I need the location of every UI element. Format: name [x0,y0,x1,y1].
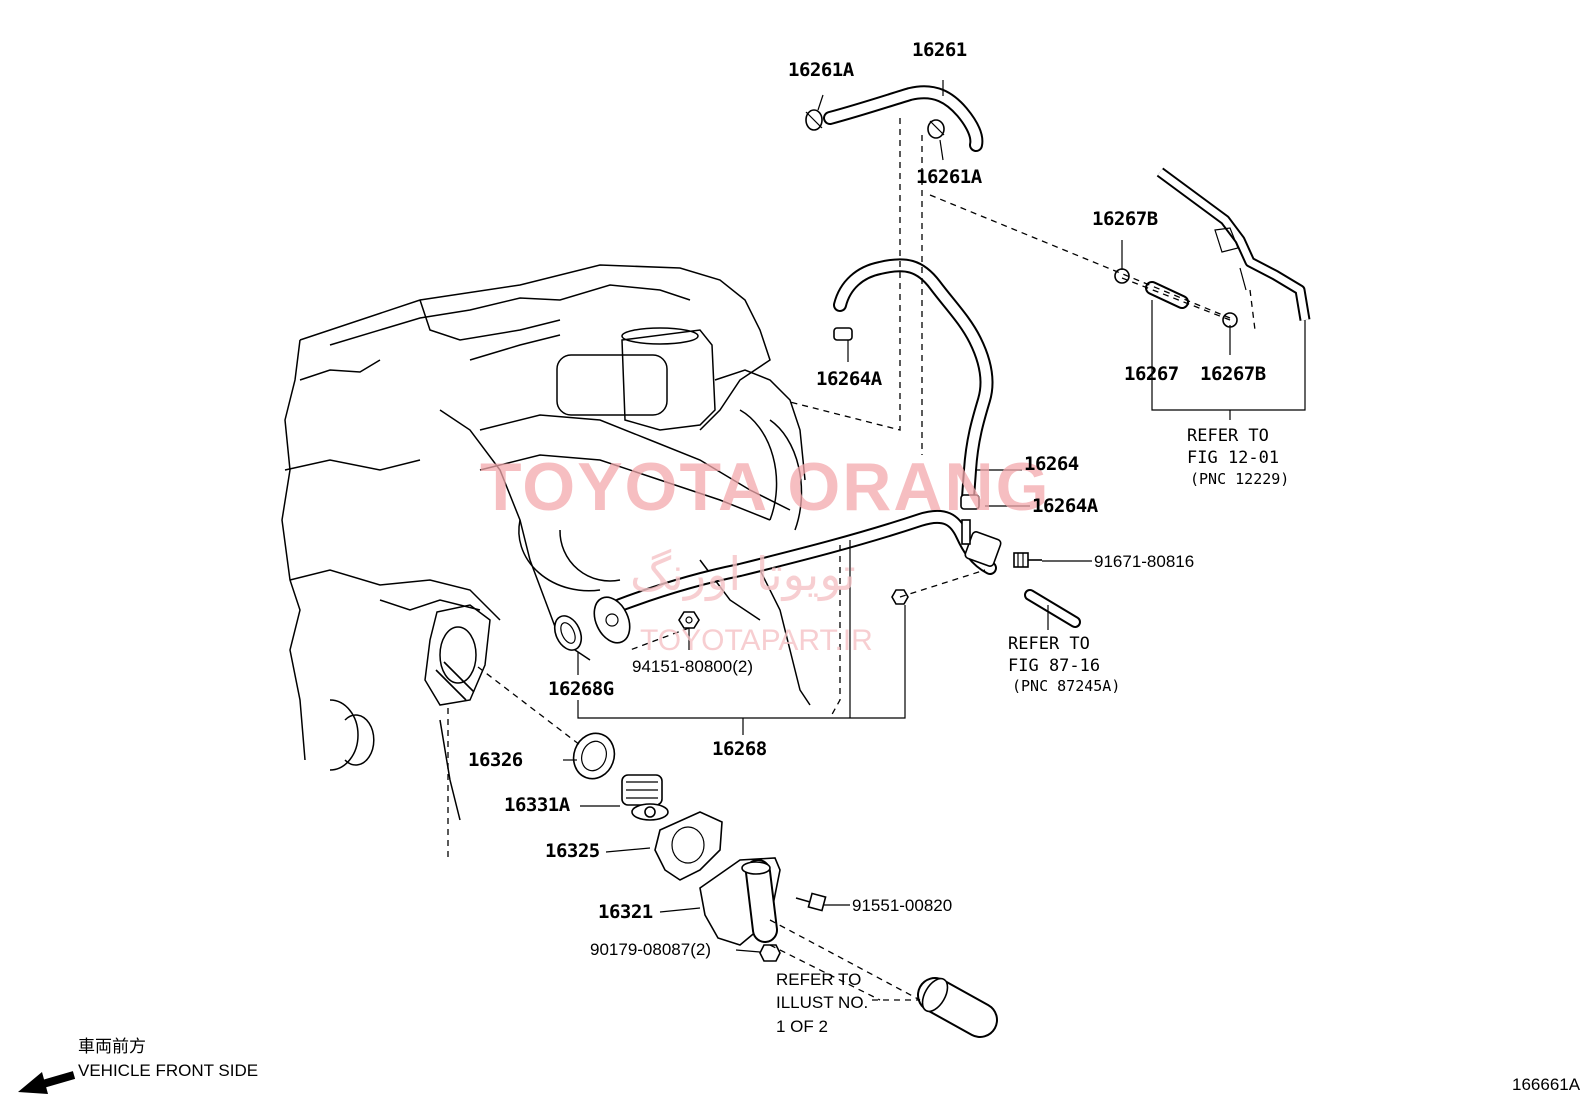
direction-english: VEHICLE FRONT SIDE [78,1061,258,1080]
label-16264A-top[interactable]: 16264A [816,368,883,390]
label-91671-80816[interactable]: 91671-80816 [1094,552,1194,571]
label-16326[interactable]: 16326 [468,749,523,771]
label-16261A-top[interactable]: 16261A [788,59,855,81]
label-16267[interactable]: 16267 [1124,363,1179,385]
label-16321[interactable]: 16321 [598,901,653,923]
svg-text:FIG 87-16: FIG 87-16 [1008,656,1100,676]
nut-icon [678,611,700,629]
bolt-icon [795,892,827,912]
label-16264A-bottom[interactable]: 16264A [1032,495,1099,517]
bolt-icon [1013,552,1042,568]
part-labels: 16261 16261A 16261A 16267B 16267 16267B … [468,39,1266,959]
svg-text:REFER TO: REFER TO [1187,426,1269,446]
label-16331A[interactable]: 16331A [504,794,571,816]
ref-illust-1-of-2[interactable]: REFER TO ILLUST NO. 1 OF 2 [776,970,868,1036]
svg-text:(PNC 12229): (PNC 12229) [1190,470,1289,488]
label-16261A-mid[interactable]: 16261A [916,166,983,188]
label-91551-00820[interactable]: 91551-00820 [852,896,952,915]
label-16267B-bottom[interactable]: 16267B [1200,363,1266,385]
label-16267B-top[interactable]: 16267B [1092,208,1158,230]
clamp-icon [960,494,980,510]
arrow-left-icon [18,1071,76,1094]
engine-illustration [281,264,811,821]
part-drawings [435,85,1311,1038]
label-16264[interactable]: 16264 [1024,453,1079,475]
watermark-site: TOYOTAPART.IR [640,624,873,657]
label-90179-08087[interactable]: 90179-08087(2) [590,940,711,959]
vehicle-front-indicator: 車両前方 VEHICLE FRONT SIDE [18,1037,258,1094]
watermark-persian: تویوتا اورنگ [630,547,856,602]
clamp-icon [805,109,823,131]
direction-japanese: 車両前方 [78,1037,146,1056]
svg-text:REFER TO: REFER TO [776,970,861,989]
ref-fig-87-16[interactable]: REFER TO FIG 87-16 (PNC 87245A) [1008,634,1120,695]
thermostat-icon [621,774,669,821]
figure-id: 166661A [1512,1075,1581,1094]
svg-text:ILLUST NO.: ILLUST NO. [776,993,868,1012]
label-16268[interactable]: 16268 [712,738,767,760]
svg-text:REFER TO: REFER TO [1008,634,1090,654]
label-16261[interactable]: 16261 [912,39,967,61]
label-94151-80800[interactable]: 94151-80800(2) [632,657,753,676]
label-16268G[interactable]: 16268G [548,678,614,700]
svg-text:(PNC 87245A): (PNC 87245A) [1012,677,1120,695]
clamp-icon [833,327,853,341]
svg-text:FIG 12-01: FIG 12-01 [1187,448,1279,468]
label-16325[interactable]: 16325 [545,840,600,862]
clamp-icon [927,119,945,139]
ref-fig-12-01[interactable]: REFER TO FIG 12-01 (PNC 12229) [1187,426,1289,488]
watermark-title: TOYOTA ORANG [480,449,1051,525]
svg-text:1 OF 2: 1 OF 2 [776,1017,828,1036]
leader-lines [447,80,1306,1001]
bolt-icon [759,944,781,962]
